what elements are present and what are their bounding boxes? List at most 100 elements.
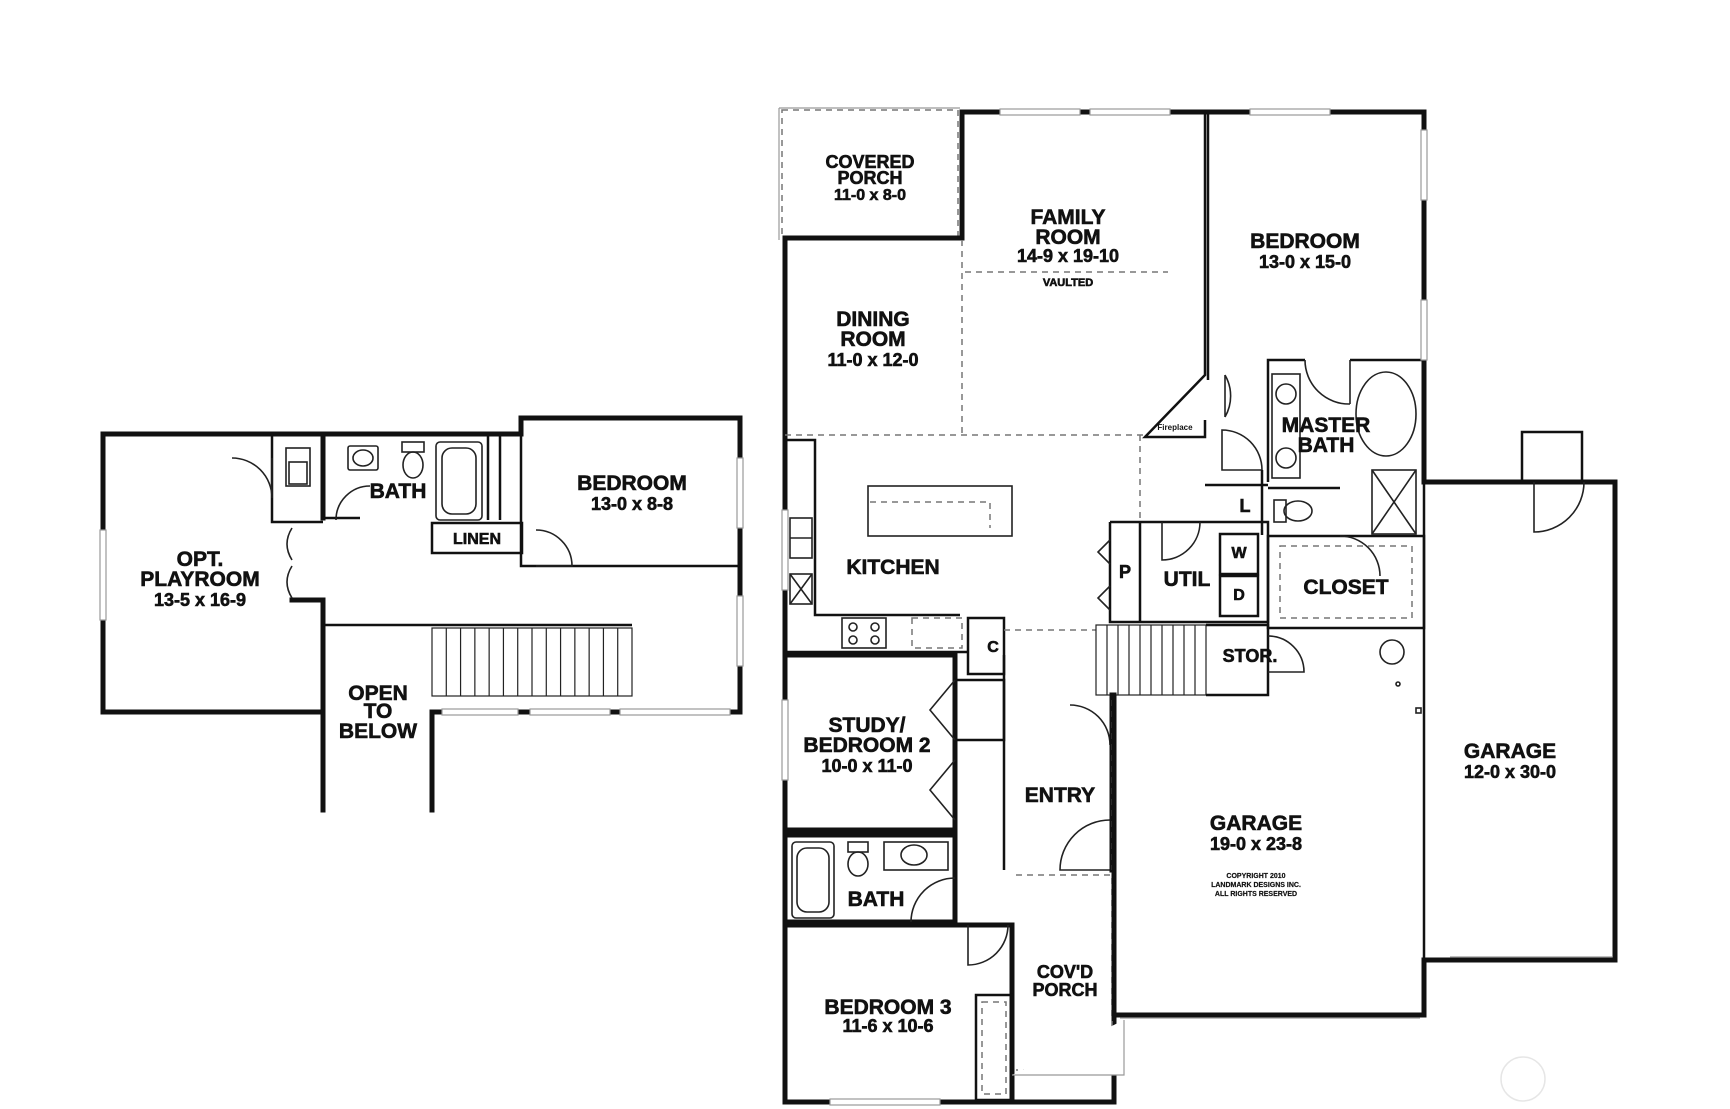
family-room-label-1: FAMILY (1030, 206, 1105, 229)
bedroom3-closet (974, 993, 1014, 1102)
covered-porch-label-1: COVERED (825, 152, 914, 172)
toilet-icon (402, 451, 424, 479)
dishwasher-x-icon (789, 573, 813, 605)
window (736, 595, 744, 667)
cabinet-icon-inner (288, 461, 308, 485)
main-outer-wall-left-side (782, 109, 1117, 1105)
covered-porch-label-2: PORCH (837, 168, 902, 188)
toilet-tank-icon (401, 441, 425, 453)
burner-icon (848, 622, 858, 632)
upper-bedroom-dims: 13-0 x 8-8 (591, 494, 673, 514)
garage-pad (1520, 430, 1584, 484)
window (1249, 108, 1331, 116)
window (529, 708, 611, 716)
master-bath-label-1: MASTER (1282, 414, 1371, 437)
dining-room-label-2: ROOM (840, 328, 905, 351)
utility-label: UTIL (1164, 568, 1211, 591)
bathtub-icon (791, 841, 835, 919)
window (1420, 129, 1428, 201)
laundry-door-icon (1221, 429, 1263, 471)
water-heater-icon (1379, 639, 1405, 665)
window (99, 529, 107, 621)
bedroom3-dims: 11-6 x 10-6 (842, 1016, 933, 1036)
burner-icon (848, 635, 858, 645)
kitchen-counter (785, 438, 960, 617)
family-room-label-2: ROOM (1035, 226, 1100, 249)
kitchen-island-overhang (870, 501, 991, 528)
shower-icon (1371, 469, 1417, 535)
family-room-note: VAULTED (1043, 277, 1093, 289)
bathtub-inner-icon (796, 847, 830, 913)
fireplace-label: Fireplace (1157, 423, 1193, 432)
study-label-1: STUDY/ (828, 714, 905, 737)
bath2-label: BATH (848, 888, 905, 911)
open-to-below-1: OPEN (348, 682, 408, 705)
study-label-2: BEDROOM 2 (803, 734, 930, 757)
upper-outer-wall (100, 431, 326, 813)
entry-door-icon (1059, 819, 1111, 871)
upper-stairs (431, 627, 633, 697)
dining-room-label-1: DINING (836, 308, 910, 331)
bath-door-icon (335, 485, 371, 521)
master-bath-label-2: BATH (1298, 434, 1355, 457)
window (736, 457, 744, 529)
garage-entry-door-icon (1069, 704, 1111, 746)
coat-closet-label: C (987, 639, 999, 656)
main-floor: COVERED PORCH 11-0 x 8-0 FAMILY ROOM 14-… (778, 107, 1618, 1106)
open-to-below-2: TO (364, 700, 393, 723)
garage-side-label: GARAGE (1464, 740, 1556, 763)
entry-label: ENTRY (1025, 784, 1095, 807)
window (1089, 108, 1171, 116)
kitchen-island (867, 485, 1013, 537)
garage-post-icon (1395, 681, 1401, 687)
toilet-tank-icon (847, 841, 869, 853)
sink-basin-icon (1275, 447, 1297, 469)
bath2-door-icon (910, 877, 956, 923)
closet-label: CLOSET (1303, 576, 1388, 599)
upper-bath-label: BATH (370, 480, 427, 503)
copyright-line-3: ALL RIGHTS RESERVED (1215, 891, 1297, 898)
sink-icon (347, 445, 379, 471)
garage-main-label: GARAGE (1210, 812, 1302, 835)
sink-basin-icon (900, 844, 928, 866)
bedroom3-door-icon (967, 924, 1009, 966)
bathtub-icon (435, 441, 483, 521)
storage-label: STOR. (1223, 646, 1278, 666)
playroom-door-icon (286, 527, 293, 599)
window (781, 699, 789, 781)
closet-door-icon (1339, 535, 1381, 577)
coat-closet (966, 616, 1006, 676)
study-door-icon (928, 679, 956, 821)
toilet-icon (847, 851, 869, 877)
bedroom-door-icon (535, 529, 573, 567)
study-dims: 10-0 x 11-0 (821, 756, 912, 776)
covd-porch-label-2: PORCH (1032, 980, 1097, 1000)
bedroom3-shelf (981, 1001, 1007, 1095)
bathtub-icon (1355, 371, 1417, 457)
window (781, 509, 789, 591)
linen-label: LINEN (453, 531, 501, 548)
upper-bedroom-wall (519, 434, 740, 568)
pantry-door-icon (1096, 539, 1111, 611)
window (619, 708, 731, 716)
master-tub-door-icon (1304, 359, 1351, 405)
toilet-icon (1283, 500, 1313, 522)
pantry-label: P (1119, 562, 1131, 582)
dryer-label: D (1233, 587, 1245, 604)
covd-porch-label-1: COV'D (1037, 962, 1093, 982)
copyright-line-2: LANDMARK DESIGNS INC. (1211, 882, 1301, 889)
bathtub-inner-icon (441, 447, 477, 515)
master-bath-wall (1266, 358, 1305, 482)
garage-main-dims: 19-0 x 23-8 (1210, 834, 1302, 854)
open-to-below-3: BELOW (339, 720, 417, 743)
study-closet (955, 678, 1006, 742)
family-room-wall (1142, 112, 1207, 439)
dryer-box (1218, 574, 1260, 618)
study-wall (782, 652, 958, 833)
laundry-l-label: L (1240, 496, 1251, 516)
playroom-label-1: OPT. (177, 548, 224, 571)
covd-porch-edge (1012, 1020, 1125, 1076)
utility-door-icon (1161, 521, 1201, 561)
copyright-line-1: COPYRIGHT 2010 (1226, 873, 1285, 880)
